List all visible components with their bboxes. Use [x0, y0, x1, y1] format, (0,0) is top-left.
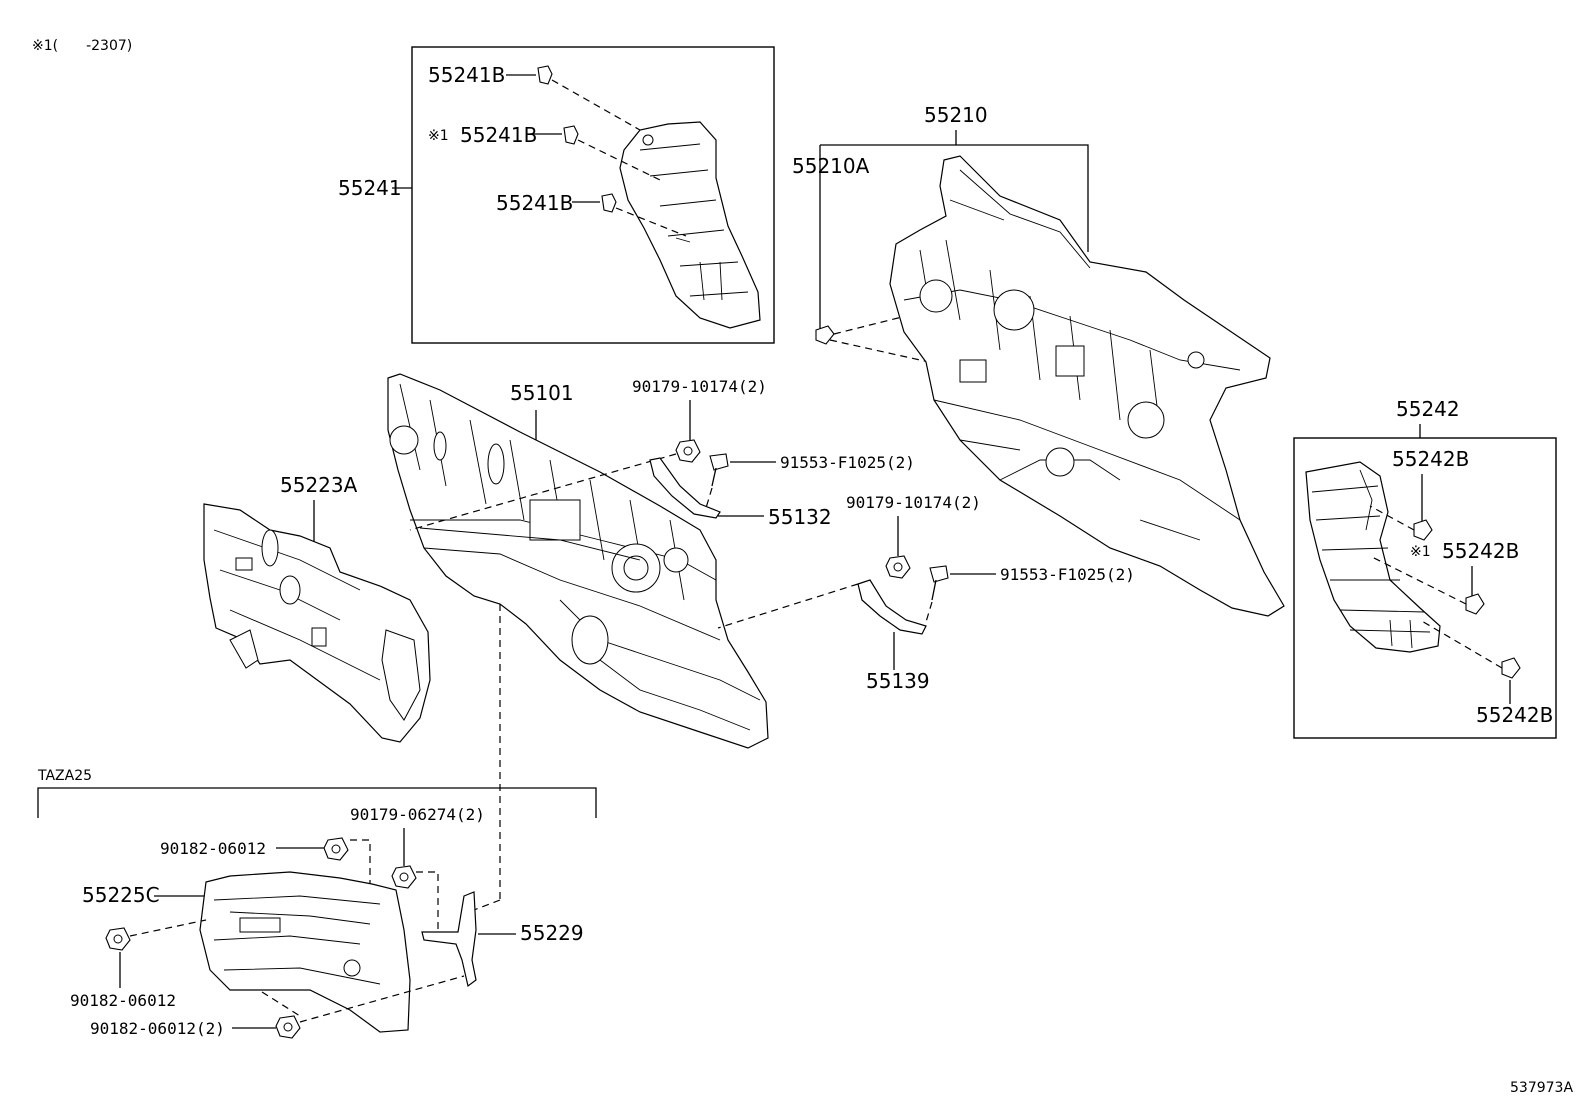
label-55210[interactable]: 55210	[924, 103, 988, 127]
part-55210-insulator	[889, 155, 1285, 617]
group-55139: 90179-10174(2) 91553-F1025(2) 55139	[717, 493, 1135, 693]
clip-55242B-1	[1413, 519, 1433, 541]
part-55225C-insulator	[199, 871, 411, 1033]
label-91553-F1025-a[interactable]: 91553-F1025(2)	[780, 453, 915, 472]
part-55241-silencer	[619, 121, 761, 329]
label-55242[interactable]: 55242	[1396, 397, 1460, 421]
label-55101[interactable]: 55101	[510, 381, 574, 405]
label-90179-10174-b[interactable]: 90179-10174(2)	[846, 493, 981, 512]
label-55242B-1[interactable]: 55242B	[1392, 447, 1469, 471]
label-55241[interactable]: 55241	[338, 176, 402, 200]
group-55241: 55241 55241B ※1 55241B 55241B	[338, 46, 775, 344]
nut-90182-06012-c	[275, 1015, 301, 1039]
bolt-91553-F1025-a	[709, 453, 729, 487]
label-55210A[interactable]: 55210A	[792, 154, 870, 178]
label-90179-06274[interactable]: 90179-06274(2)	[350, 805, 485, 824]
part-55229-bracket	[421, 891, 477, 988]
nut-90179-06274	[391, 865, 417, 889]
label-55242B-2[interactable]: 55242B	[1442, 539, 1519, 563]
label-55241B-3[interactable]: 55241B	[496, 191, 573, 215]
label-91553-F1025-b[interactable]: 91553-F1025(2)	[1000, 565, 1135, 584]
label-55225C[interactable]: 55225C	[82, 883, 160, 907]
clip-55210A	[815, 325, 835, 345]
nut-90182-06012-a	[323, 837, 349, 861]
label-55132[interactable]: 55132	[768, 505, 832, 529]
mark-55242B-2: ※1	[1410, 544, 1431, 560]
label-55242B-3[interactable]: 55242B	[1476, 703, 1553, 727]
clip-55242B-3	[1501, 657, 1521, 679]
group-55242: 55242 55242B ※1 55242B 55242B	[1293, 397, 1557, 739]
bolt-91553-F1025-b	[929, 565, 949, 601]
label-55241B-2[interactable]: 55241B	[460, 123, 537, 147]
clip-55241B-2	[530, 125, 661, 181]
diagram-id: 537973A	[1510, 1080, 1573, 1096]
label-55229[interactable]: 55229	[520, 921, 584, 945]
label-90182-06012-c[interactable]: 90182-06012(2)	[90, 1019, 225, 1038]
part-55139-bracket	[857, 579, 927, 635]
nut-90179-10174-a	[675, 439, 701, 463]
clip-55241B-1	[506, 65, 641, 131]
label-55223A[interactable]: 55223A	[280, 473, 358, 497]
part-55242-silencer	[1305, 461, 1441, 653]
group-55101: 55101	[387, 373, 769, 911]
label-90179-10174-a[interactable]: 90179-10174(2)	[632, 377, 767, 396]
label-90182-06012-a[interactable]: 90182-06012	[160, 839, 266, 858]
nut-90179-10174-b	[885, 555, 911, 579]
group-box-55241	[411, 46, 775, 344]
label-55241B-1[interactable]: 55241B	[428, 63, 505, 87]
group-55223A: 55223A	[203, 473, 431, 743]
group-box-55242	[1293, 437, 1557, 739]
applicability-note: ※1( -2307)	[32, 38, 132, 54]
part-55223A-insulator	[203, 503, 431, 743]
label-55139[interactable]: 55139	[866, 669, 930, 693]
clip-55241B-3	[572, 193, 687, 237]
group-55132: 90179-10174(2) 91553-F1025(2) 55132	[409, 377, 915, 531]
group-55210: 55210 55210A	[792, 103, 1285, 617]
group-TAZA25: TAZA25 90179-06274(2) 90182-06012 55225C	[37, 768, 597, 1039]
clip-55242B-2	[1465, 593, 1485, 615]
mark-55241B-2: ※1	[428, 128, 449, 144]
variant-label: TAZA25	[37, 768, 92, 784]
part-55101-dash-panel	[387, 373, 769, 749]
label-90182-06012-b[interactable]: 90182-06012	[70, 991, 176, 1010]
nut-90182-06012-b	[105, 927, 131, 951]
part-55132-bracket	[649, 457, 721, 519]
